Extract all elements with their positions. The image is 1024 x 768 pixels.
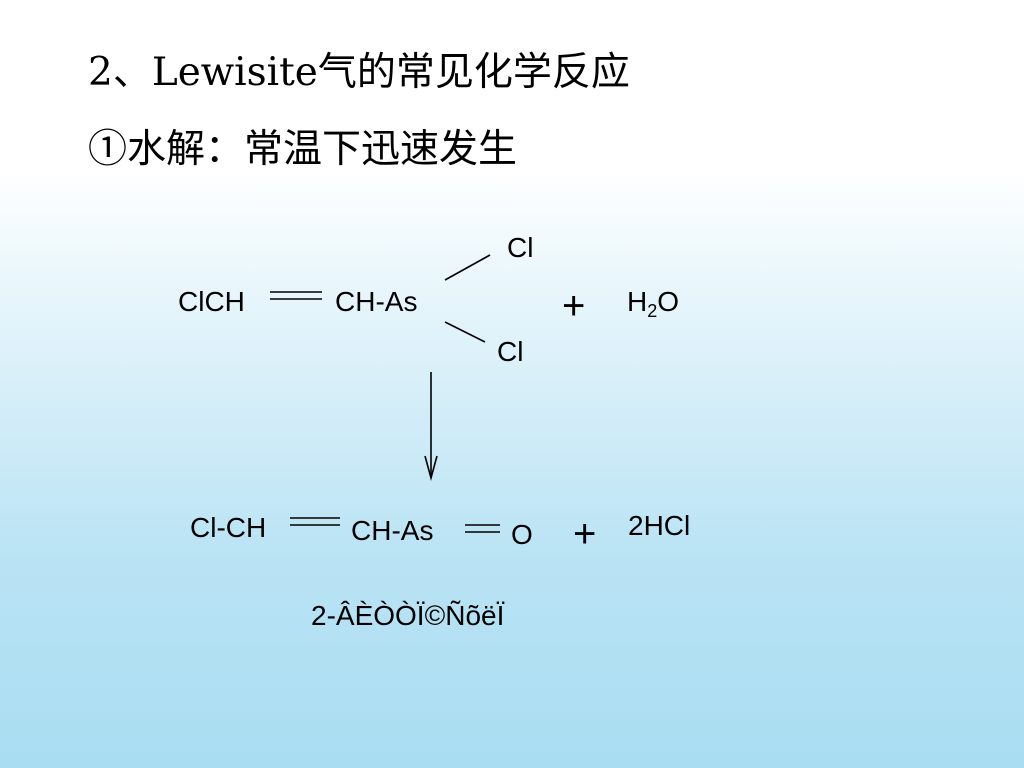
product-cl-ch: Cl-CH xyxy=(190,512,267,543)
product-name: 2-ÂÈÒÒÏ©ÑõëÏ xyxy=(311,600,505,631)
byproduct-hcl: 2HCl xyxy=(628,510,691,541)
reactant-ch-as: CH-As xyxy=(335,286,418,317)
as-cl-bottom-bond xyxy=(444,321,486,343)
product-oxygen: O xyxy=(511,519,533,550)
reactant-cl-bottom: Cl xyxy=(497,336,524,367)
reactant-plus-sign: + xyxy=(562,284,586,328)
reactant-clch: ClCH xyxy=(178,286,245,317)
slide-title: 2、Lewisite气的常见化学反应 xyxy=(88,50,630,95)
slide-subtitle: ①水解：常温下迅速发生 xyxy=(88,127,518,172)
water-o: O xyxy=(657,286,680,317)
reactant-cl-top: Cl xyxy=(507,232,534,263)
product-plus-sign: + xyxy=(573,512,597,556)
water-h: H xyxy=(627,286,648,317)
product-ch-as: CH-As xyxy=(351,515,434,546)
water-subscript: 2 xyxy=(647,301,658,321)
reaction-arrow-head xyxy=(424,455,438,482)
water-formula: H2O xyxy=(627,286,679,327)
as-cl-top-bond xyxy=(444,254,491,281)
